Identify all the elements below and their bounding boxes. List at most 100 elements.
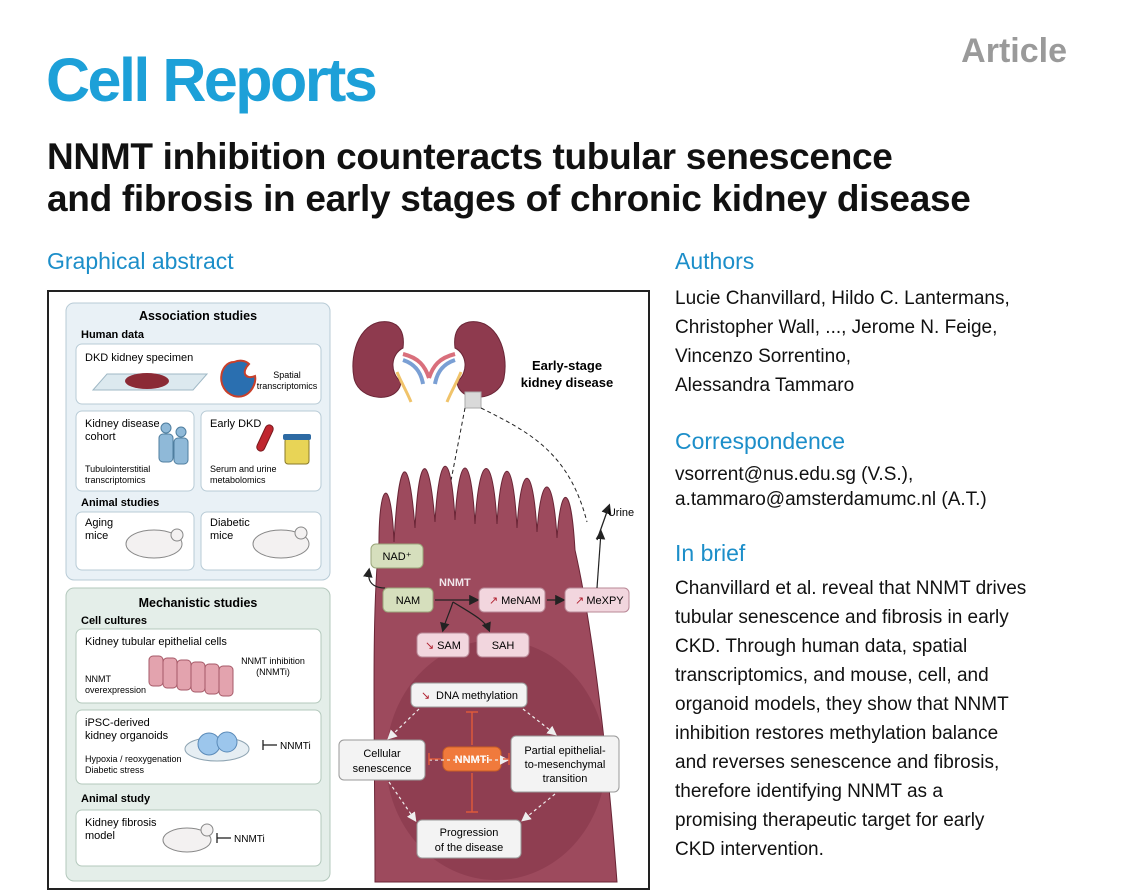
organoid-dish-icon bbox=[184, 731, 250, 762]
mexpy-to-urine-arrow bbox=[595, 529, 606, 589]
diabetic-stress-label: Diabetic stress bbox=[85, 765, 145, 775]
nam-to-nad-arrow bbox=[363, 567, 386, 589]
nad-box bbox=[370, 543, 424, 569]
menam-label: MeNAM bbox=[501, 595, 541, 607]
in-brief-line: CKD intervention. bbox=[675, 839, 824, 860]
in-brief-line: tubular senescence and fibrosis in early bbox=[675, 607, 1009, 628]
progression-label: of the disease bbox=[435, 842, 504, 854]
serum-label: metabolomics bbox=[210, 475, 266, 485]
dna-methylation-label: DNA methylation bbox=[436, 690, 518, 702]
tubulo-label: Tubulointerstitial bbox=[85, 464, 150, 474]
in-brief-line: CKD. Through human data, spatial bbox=[675, 636, 968, 657]
sam-down-arrow: ↘ bbox=[425, 640, 434, 652]
inhibition-label: NNMT inhibition bbox=[241, 656, 305, 666]
sah-box bbox=[476, 632, 530, 658]
urine-cup-icon bbox=[283, 434, 311, 465]
article-title: NNMT inhibition counteracts tubular sene… bbox=[47, 136, 1097, 220]
fibrosis-label: model bbox=[85, 830, 115, 842]
blood-tube-icon bbox=[256, 424, 274, 452]
tubulo-label: transcriptomics bbox=[85, 475, 146, 485]
nam-box bbox=[382, 587, 434, 613]
partial-emt-label: transition bbox=[543, 773, 588, 785]
sah-arrow bbox=[452, 601, 491, 633]
in-brief-line: Chanvillard et al. reveal that NNMT driv… bbox=[675, 578, 1027, 599]
email-link[interactable]: vsorrent@nus.edu.sg (V.S.), bbox=[675, 464, 914, 485]
mouse-icon bbox=[252, 526, 310, 559]
early-dkd-label: Early DKD bbox=[210, 418, 261, 430]
human-data-label: Human data bbox=[81, 329, 145, 341]
fibrosis-label: Kidney fibrosis bbox=[85, 817, 157, 829]
animal-study-label: Animal study bbox=[81, 793, 151, 805]
progression-box bbox=[416, 819, 522, 859]
email-link[interactable]: a.tammaro@amsterdamumc.nl (A.T.) bbox=[675, 489, 987, 510]
correspondence-emails: vsorrent@nus.edu.sg (V.S.), a.tammaro@am… bbox=[675, 462, 1095, 512]
early-stage-label: Early-stage bbox=[532, 358, 602, 373]
mechanistic-title: Mechanistic studies bbox=[139, 596, 258, 610]
partial-emt-label: to-mesenchymal bbox=[525, 759, 606, 771]
diabetic-label: Diabetic bbox=[210, 517, 250, 529]
correspondence-heading: Correspondence bbox=[675, 428, 846, 454]
in-brief-line: inhibition restores methylation balance bbox=[675, 723, 999, 744]
graphical-abstract-svg: Association studies Human data DKD kidne… bbox=[65, 302, 634, 883]
tissue-specimen-icon bbox=[125, 373, 169, 389]
in-brief-line: organoid models, they show that NNMT bbox=[675, 694, 1009, 715]
mouse-icon bbox=[125, 528, 184, 559]
cellular-senescence-label: Cellular bbox=[363, 748, 401, 760]
nnmti-organoid-label: NNMTi bbox=[280, 741, 311, 752]
mexpy-up-arrow: ↗ bbox=[575, 595, 584, 607]
in-brief-heading: In brief bbox=[675, 540, 746, 566]
sah-label: SAH bbox=[492, 640, 515, 652]
mouse-icon bbox=[162, 823, 214, 853]
authors-line: Alessandra Tammaro bbox=[675, 375, 855, 396]
authors-line: Lucie Chanvillard, Hildo C. Lantermans, bbox=[675, 288, 1010, 309]
graphical-abstract-heading: Graphical abstract bbox=[47, 248, 234, 274]
partial-emt-box bbox=[510, 735, 620, 793]
dna-methylation-box bbox=[410, 682, 528, 708]
kidneys-icon bbox=[352, 321, 506, 409]
aging-label: mice bbox=[85, 530, 108, 542]
authors-line: Christopher Wall, ..., Jerome N. Feige, bbox=[675, 317, 998, 338]
epithelial-cells-icon bbox=[148, 655, 234, 697]
in-brief-line: transcriptomics, and mouse, cell, and bbox=[675, 665, 989, 686]
nnmti-inhibition-lines bbox=[428, 711, 510, 813]
nad-label: NAD⁺ bbox=[382, 551, 411, 563]
sam-label: SAM bbox=[437, 640, 461, 652]
article-type-label: Article bbox=[961, 32, 1067, 70]
patients-icon bbox=[158, 422, 189, 465]
serum-label: Serum and urine bbox=[210, 464, 277, 474]
overexpression-label: overexpression bbox=[85, 685, 146, 695]
dna-down-arrow: ↘ bbox=[421, 690, 430, 702]
diabetic-label: mice bbox=[210, 530, 233, 542]
menam-box bbox=[478, 587, 546, 613]
zoom-line bbox=[442, 407, 466, 523]
partial-emt-label: Partial epithelial- bbox=[524, 745, 606, 757]
ipsc-label: iPSC-derived bbox=[85, 717, 150, 729]
animal-studies-label: Animal studies bbox=[81, 497, 159, 509]
outcome-connectors bbox=[387, 708, 557, 822]
nam-label: NAM bbox=[396, 595, 420, 607]
title-line: and fibrosis in early stages of chronic … bbox=[47, 178, 971, 219]
spatial-label: Spatial bbox=[273, 370, 301, 380]
cellular-senescence-box bbox=[338, 739, 426, 781]
cohort-label: Kidney disease bbox=[85, 418, 160, 430]
inhibition-label: (NNMTi) bbox=[256, 667, 290, 677]
aging-label: Aging bbox=[85, 517, 113, 529]
nnmt-enzyme-label: NNMT bbox=[439, 577, 471, 589]
overexpression-label: NNMT bbox=[85, 674, 111, 684]
progression-label: Progression bbox=[440, 827, 499, 839]
graphical-abstract-figure: Association studies Human data DKD kidne… bbox=[47, 290, 650, 890]
authors-line: Vincenzo Sorrentino, bbox=[675, 346, 852, 367]
tubular-cells-label: Kidney tubular epithelial cells bbox=[85, 636, 227, 648]
in-brief-line: promising therapeutic target for early bbox=[675, 810, 985, 831]
in-brief-text: Chanvillard et al. reveal that NNMT driv… bbox=[675, 574, 1095, 864]
hypoxia-label: Hypoxia / reoxygenation bbox=[85, 754, 182, 764]
authors-list: Lucie Chanvillard, Hildo C. Lantermans, … bbox=[675, 284, 1095, 400]
sam-box bbox=[416, 632, 470, 658]
in-brief-line: and reverses senescence and fibrosis, bbox=[675, 752, 1000, 773]
cell-cultures-label: Cell cultures bbox=[81, 615, 147, 627]
urine-label: Urine bbox=[608, 507, 634, 519]
early-stage-label: kidney disease bbox=[521, 375, 614, 390]
title-line: NNMT inhibition counteracts tubular sene… bbox=[47, 136, 893, 177]
spatial-label: transcriptomics bbox=[257, 381, 318, 391]
ipsc-label: kidney organoids bbox=[85, 730, 169, 742]
